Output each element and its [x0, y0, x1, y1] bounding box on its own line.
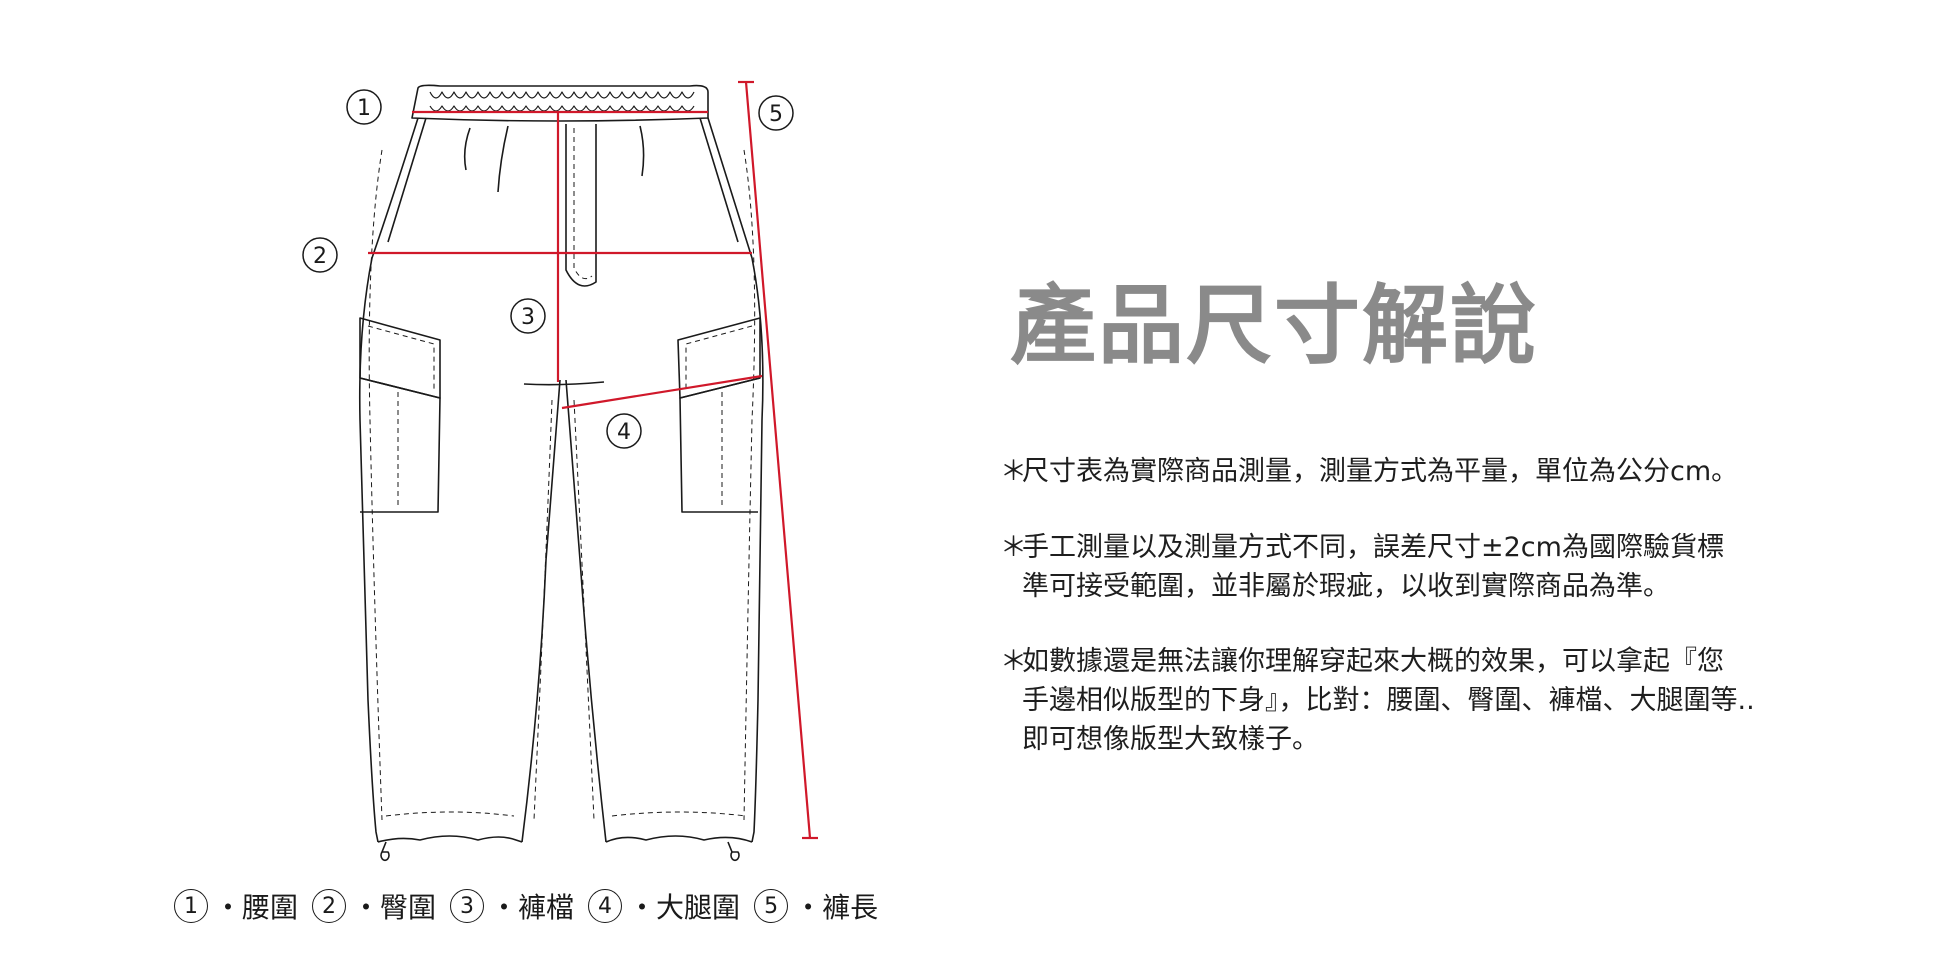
thigh-measure-line [561, 374, 763, 410]
legend-item-length: 5 ・褲長 [754, 886, 878, 926]
note-2: ＊手工測量以及測量方式不同，誤差尺寸±2cm為國際驗貨標 準可接受範圍，並非屬於… [1000, 528, 1860, 606]
waistband [411, 84, 709, 122]
pants-outline [358, 84, 764, 862]
note-3: ＊如數據還是無法讓你理解穿起來大概的效果，可以拿起『您 手邊相似版型的下身』，比… [1000, 642, 1860, 759]
right-inseam [565, 379, 607, 843]
legend-label: ・腰圍 [214, 891, 299, 924]
marker-2-label: 2 [313, 244, 327, 269]
legend-label: ・褲長 [794, 891, 879, 924]
drawstring [463, 125, 645, 193]
marker-4: 4 [606, 413, 642, 449]
note-3-line-1: 如數據還是無法讓你理解穿起來大概的效果，可以拿起『您 [1022, 646, 1724, 677]
legend-number: 1 [174, 889, 208, 923]
right-cargo-pocket [679, 377, 761, 513]
length-measure-line [744, 81, 812, 839]
measurement-lines [368, 80, 818, 840]
page-title: 產品尺寸解說 [1010, 276, 1538, 376]
right-leg-outer [707, 117, 764, 843]
left-cargo-flap [359, 317, 441, 399]
hem-toggle-left [380, 841, 390, 862]
legend-number: 2 [312, 889, 347, 923]
note-3-line-3: 即可想像版型大致樣子。 [1022, 724, 1319, 755]
right-cargo-flap [677, 317, 761, 399]
note-1-line-1: 尺寸表為實際商品測量，測量方式為平量，單位為公分cm。 [1022, 456, 1739, 487]
note-2-line-2: 準可接受範圍，並非屬於瑕疵，以收到實際商品為準。 [1022, 571, 1670, 602]
right-slant-pocket [699, 117, 739, 243]
legend-number: 3 [450, 889, 485, 923]
left-slant-pocket [387, 117, 427, 243]
hem-toggle-right [727, 841, 740, 862]
measurement-legend: 1 ・腰圍 2 ・臀圍 3 ・褲檔 4 ・大腿圍 5 ・褲長 [174, 886, 892, 926]
marker-4-label: 4 [617, 420, 631, 445]
legend-item-waist: 1 ・腰圍 [174, 886, 298, 926]
right-hem [605, 835, 753, 843]
note-1: ＊尺寸表為實際商品測量，測量方式為平量，單位為公分cm。 [1000, 452, 1860, 491]
marker-1-label: 1 [357, 96, 371, 121]
legend-label: ・臀圍 [352, 891, 437, 924]
note-2-bullet: ＊ [1000, 532, 1027, 563]
note-2-line-1: 手工測量以及測量方式不同，誤差尺寸±2cm為國際驗貨標 [1022, 532, 1724, 563]
marker-1: 1 [346, 89, 382, 125]
marker-3-label: 3 [521, 305, 535, 330]
left-cargo-pocket [359, 377, 441, 513]
note-3-bullet: ＊ [1000, 646, 1027, 677]
note-1-bullet: ＊ [1000, 456, 1027, 487]
note-3-line-2: 手邊相似版型的下身』，比對：腰圍、臀圍、褲檔、大腿圍等.. [1022, 685, 1755, 716]
legend-item-thigh: 4 ・大腿圍 [588, 886, 740, 926]
marker-2: 2 [302, 237, 338, 273]
legend-item-rise: 3 ・褲檔 [450, 886, 574, 926]
legend-number: 5 [754, 889, 789, 923]
left-hem [377, 835, 523, 843]
legend-item-hip: 2 ・臀圍 [312, 886, 436, 926]
marker-5-label: 5 [769, 102, 783, 127]
legend-label: ・褲檔 [490, 891, 575, 924]
marker-5: 5 [758, 95, 794, 131]
waistband-gathers [429, 91, 695, 112]
stitching [367, 128, 756, 821]
marker-3: 3 [510, 298, 546, 334]
left-inseam [521, 379, 561, 843]
legend-label: ・大腿圍 [628, 891, 741, 924]
fly [565, 124, 597, 287]
legend-number: 4 [588, 889, 623, 923]
left-leg-outer [358, 117, 419, 843]
crotch-curve [523, 381, 605, 386]
